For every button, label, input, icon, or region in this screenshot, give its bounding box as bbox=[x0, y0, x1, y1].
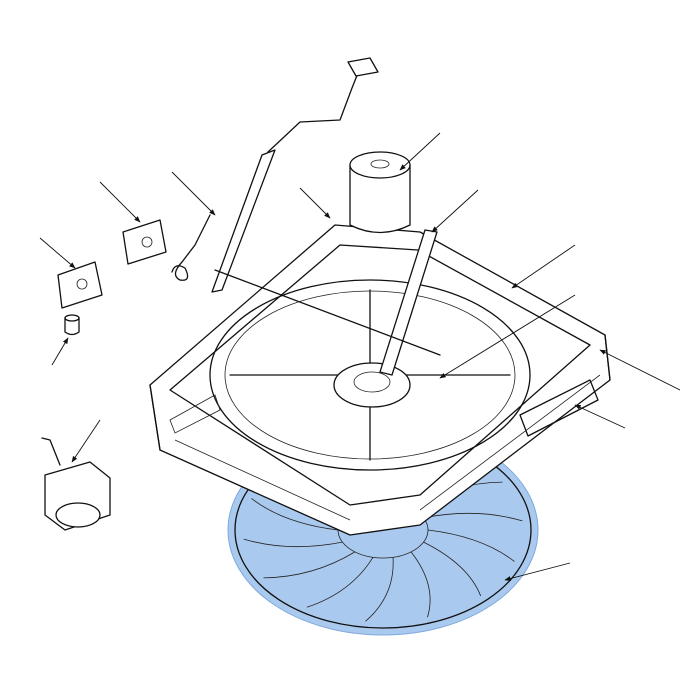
wire-cable bbox=[267, 67, 361, 153]
housing-edge bbox=[149, 334, 611, 451]
leader-arrow bbox=[599, 349, 681, 391]
fan-blade bbox=[423, 512, 523, 522]
fan-blade bbox=[427, 529, 515, 562]
leader-arrow bbox=[399, 132, 441, 171]
lift-arm-assembly[interactable] bbox=[211, 57, 441, 376]
switch-block bbox=[169, 394, 221, 434]
leader-arrow bbox=[99, 181, 141, 223]
motor[interactable] bbox=[349, 151, 411, 234]
fan-blade bbox=[306, 557, 374, 608]
bushing-top bbox=[64, 314, 80, 322]
bushing[interactable] bbox=[64, 314, 80, 336]
lift-arm-left bbox=[211, 149, 276, 293]
housing-frame[interactable] bbox=[149, 224, 611, 536]
spring[interactable] bbox=[171, 214, 211, 281]
frame-bottom-edge bbox=[174, 374, 601, 521]
housing-opening bbox=[209, 279, 531, 471]
leader-arrow bbox=[71, 419, 101, 463]
torsion-spring bbox=[171, 214, 211, 281]
switch-hole bbox=[76, 278, 88, 290]
hinge-bracket bbox=[519, 379, 599, 437]
leader-arrow bbox=[511, 244, 576, 289]
limit-switch-body bbox=[122, 219, 167, 265]
leader-lines bbox=[39, 132, 681, 582]
limit-switch-1[interactable] bbox=[57, 261, 103, 309]
fan-blade bbox=[423, 541, 482, 597]
leader-arrow bbox=[574, 404, 626, 429]
leader-arrow bbox=[439, 294, 576, 379]
motor-mount-hub bbox=[333, 362, 411, 408]
motor-body bbox=[349, 164, 411, 234]
fan-blade bbox=[243, 538, 343, 548]
motor-top bbox=[349, 151, 411, 179]
switch-hole bbox=[141, 236, 153, 248]
bushing-body bbox=[64, 317, 80, 336]
hub-center bbox=[353, 371, 391, 393]
gear-motor[interactable] bbox=[41, 437, 111, 531]
fan-blade bbox=[263, 551, 356, 579]
housing-inner-rim bbox=[169, 244, 591, 506]
leader-arrow bbox=[431, 189, 479, 233]
limit-switch-body bbox=[57, 261, 103, 309]
lift-rod bbox=[214, 269, 441, 356]
leader-arrow bbox=[39, 237, 76, 269]
leader-arrow bbox=[171, 171, 216, 216]
motor-shaft bbox=[370, 159, 390, 169]
limit-switch-2[interactable] bbox=[122, 219, 167, 265]
leader-arrow bbox=[504, 562, 571, 582]
gear-motor-wire bbox=[41, 437, 61, 466]
leader-arrow bbox=[299, 187, 331, 219]
fan-blade bbox=[410, 551, 431, 618]
fan-blade bbox=[365, 557, 394, 622]
leader-arrow bbox=[51, 337, 69, 366]
gear-motor-can bbox=[55, 502, 101, 528]
cable-connector bbox=[347, 57, 379, 77]
fan-blade bbox=[251, 498, 339, 531]
